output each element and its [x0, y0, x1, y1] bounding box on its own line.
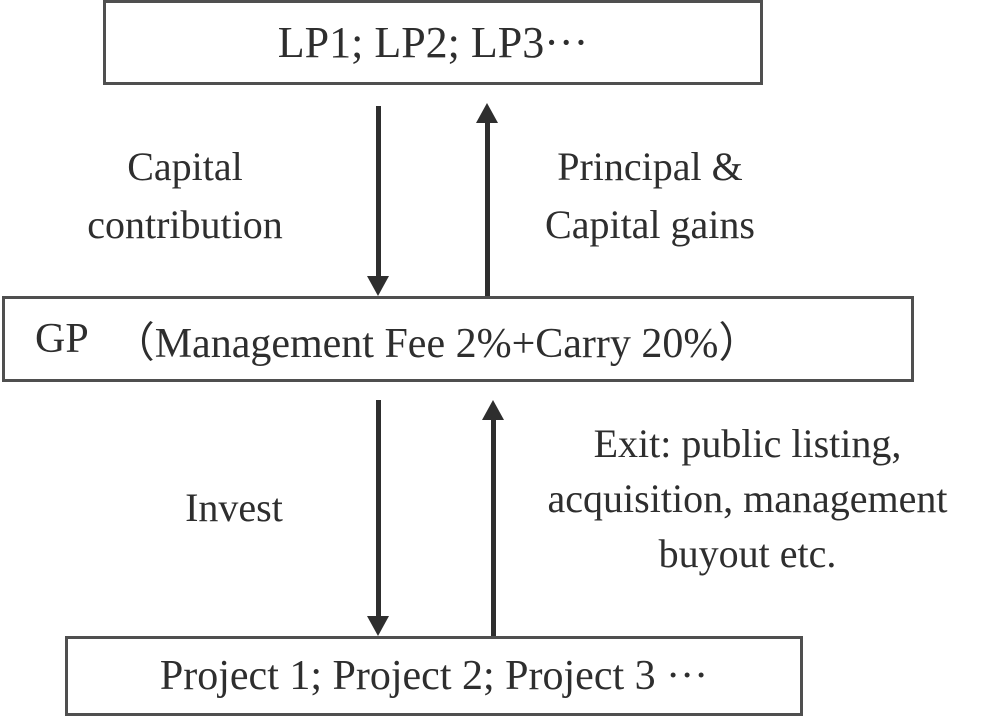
arrow-down-icon — [367, 276, 389, 296]
invest-arrow-line — [376, 400, 381, 618]
principal-gains-arrow-line — [485, 121, 490, 296]
exit-line2: acquisition, management — [547, 476, 948, 522]
principal-gains-line2: Capital gains — [545, 202, 755, 247]
exit-label: Exit: public listing, acquisition, manag… — [500, 416, 995, 582]
principal-capital-gains-label: Principal & Capital gains — [495, 138, 805, 254]
capital-contribution-line1: Capital — [127, 144, 243, 189]
gp-node: GP （Management Fee 2%+Carry 20%） — [2, 296, 914, 382]
lp-node-label: LP1; LP2; LP3··· — [277, 18, 589, 67]
exit-line3: buyout etc. — [658, 531, 837, 577]
gp-node-detail: （Management Fee 2%+Carry 20%） — [112, 320, 761, 367]
invest-label: Invest — [134, 486, 334, 530]
arrow-down-icon — [367, 616, 389, 636]
capital-contribution-label: Capital contribution — [30, 138, 340, 254]
projects-node-label: Project 1; Project 2; Project 3 ··· — [159, 653, 709, 699]
lp-node: LP1; LP2; LP3··· — [103, 0, 763, 85]
capital-contribution-line2: contribution — [87, 202, 283, 247]
arrow-up-icon — [476, 103, 498, 123]
projects-node: Project 1; Project 2; Project 3 ··· — [65, 636, 803, 716]
capital-contribution-arrow-line — [376, 106, 381, 278]
arrow-up-icon — [482, 400, 504, 420]
invest-label-text: Invest — [185, 485, 283, 530]
principal-gains-line1: Principal & — [557, 144, 743, 189]
exit-arrow-line — [491, 418, 496, 636]
exit-line1: Exit: public listing, — [593, 421, 902, 466]
gp-node-name: GP — [35, 316, 89, 362]
